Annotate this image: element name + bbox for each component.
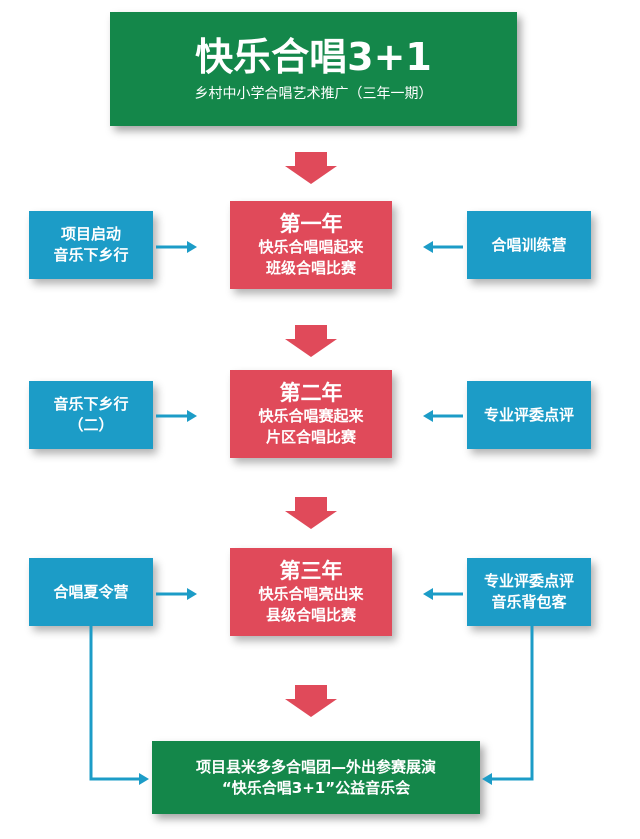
right-box-3-line1: 专业评委点评 (483, 572, 574, 590)
year-3-line2: 县级合唱比赛 (265, 606, 356, 624)
year-2-line2: 片区合唱比赛 (265, 428, 356, 446)
arrowhead-icon (423, 410, 433, 422)
right-box-2-line1: 专业评委点评 (483, 405, 574, 424)
down-arrow-icon (285, 152, 337, 184)
right-box-1: 合唱训练营 (467, 211, 591, 279)
down-arrow-icon (285, 325, 337, 357)
left-box-2-line1: 音乐下乡行 (53, 395, 129, 413)
right-box-3-line2: 音乐背包客 (491, 593, 567, 611)
final-box: 项目县米多多合唱团—外出参赛展演 “快乐合唱3+1”公益音乐会 (152, 741, 480, 814)
down-arrow-icon (285, 497, 337, 529)
left-box-1: 项目启动 音乐下乡行 (29, 211, 153, 279)
final-line2: “快乐合唱3+1”公益音乐会 (221, 778, 411, 797)
arrowhead-icon (187, 241, 197, 253)
year-3-box: 第三年 快乐合唱亮出来 县级合唱比赛 (230, 548, 392, 636)
year-2-box: 第二年 快乐合唱赛起来 片区合唱比赛 (230, 370, 392, 458)
arrowhead-icon (423, 241, 433, 253)
final-line1: 项目县米多多合唱团—外出参赛展演 (195, 757, 436, 776)
arrowhead-icon (187, 410, 197, 422)
year-2-line1: 快乐合唱赛起来 (258, 407, 364, 425)
year-1-line1: 快乐合唱唱起来 (258, 238, 364, 256)
left-box-3-line1: 合唱夏令营 (53, 582, 129, 601)
arrowhead-icon (482, 773, 492, 785)
right-box-3: 专业评委点评 音乐背包客 (467, 558, 591, 626)
arrowhead-icon (423, 588, 433, 600)
left-box-2-line2: （二） (68, 416, 114, 434)
title-subtitle: 乡村中小学合唱艺术推广（三年一期） (194, 86, 433, 102)
year-1-line2: 班级合唱比赛 (265, 259, 356, 277)
title-box: 快乐合唱3+1 乡村中小学合唱艺术推广（三年一期） (110, 12, 517, 126)
arrowhead-icon (187, 588, 197, 600)
left-box-2: 音乐下乡行 （二） (29, 381, 153, 449)
year-1-heading: 第一年 (279, 212, 343, 236)
title-main: 快乐合唱3+1 (195, 35, 432, 79)
left-box-1-line2: 音乐下乡行 (53, 246, 129, 264)
right-box-1-line1: 合唱训练营 (491, 235, 567, 254)
year-2-heading: 第二年 (279, 381, 343, 405)
connector-right-line (490, 626, 534, 781)
year-3-line1: 快乐合唱亮出来 (258, 585, 364, 603)
left-box-3: 合唱夏令营 (29, 558, 153, 626)
down-arrow-icon (285, 685, 337, 717)
arrowhead-icon (139, 773, 149, 785)
connector-left-line (89, 626, 140, 781)
left-box-1-line1: 项目启动 (60, 225, 121, 243)
year-3-heading: 第三年 (279, 559, 343, 583)
year-1-box: 第一年 快乐合唱唱起来 班级合唱比赛 (230, 201, 392, 289)
right-box-2: 专业评委点评 (467, 381, 591, 449)
